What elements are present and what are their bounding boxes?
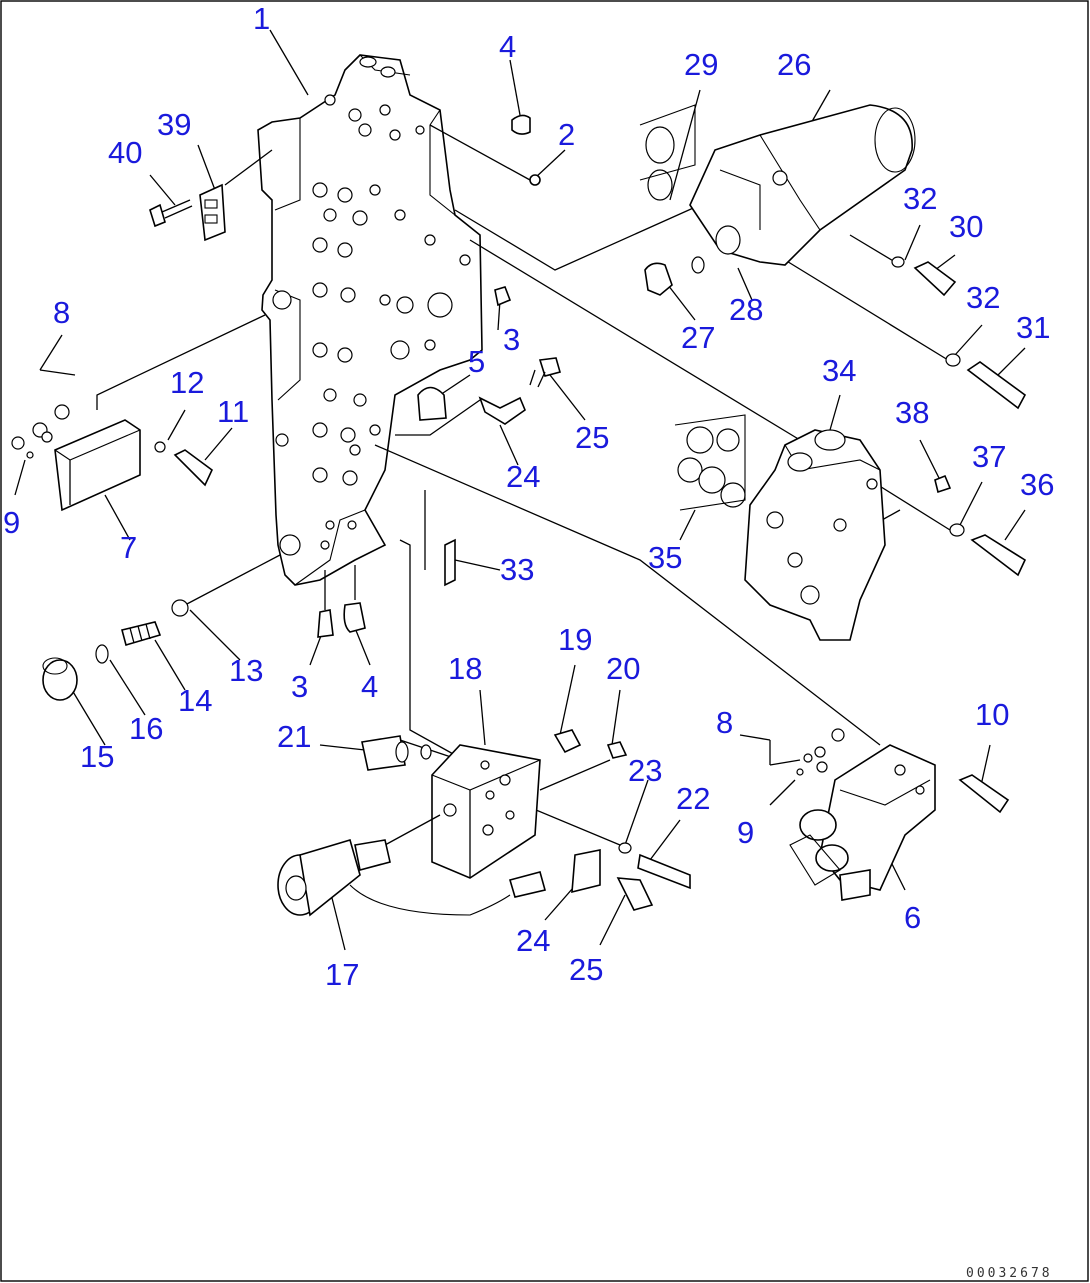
callout-9-right: 9	[737, 815, 754, 850]
callout-18: 18	[448, 651, 482, 686]
callout-8-right: 8	[716, 705, 733, 740]
callout-37: 37	[972, 439, 1006, 474]
leader-lines	[14, 29, 1026, 951]
callout-5: 5	[468, 344, 485, 379]
valve-body	[257, 54, 483, 586]
callout-10: 10	[975, 697, 1009, 732]
callout-29: 29	[684, 47, 718, 82]
solenoid-block	[277, 744, 546, 917]
callout-30: 30	[949, 209, 983, 244]
small-parts	[11, 114, 691, 911]
callout-32-upper: 32	[903, 181, 937, 216]
callout-39: 39	[157, 107, 191, 142]
callout-25-lower: 25	[569, 952, 603, 987]
callout-20: 20	[606, 651, 640, 686]
callout-35: 35	[648, 540, 682, 575]
callout-4-lower: 4	[361, 669, 378, 704]
callout-9-left: 9	[3, 505, 20, 540]
drawing-number: 00032678	[966, 1266, 1053, 1281]
callout-3-upper: 3	[503, 322, 520, 357]
callout-21: 21	[277, 719, 311, 754]
callout-26: 26	[777, 47, 811, 82]
callout-28: 28	[729, 292, 763, 327]
callout-15: 15	[80, 739, 114, 774]
callout-11: 11	[217, 394, 249, 429]
control-valve	[674, 414, 1027, 641]
callout-25-upper: 25	[575, 420, 609, 455]
callout-38: 38	[895, 395, 929, 430]
callout-12: 12	[170, 365, 204, 400]
solenoid-valve	[789, 728, 1010, 901]
callout-36: 36	[1020, 467, 1054, 502]
callout-1: 1	[253, 1, 270, 36]
callout-24-lower: 24	[516, 923, 550, 958]
callout-13: 13	[229, 653, 263, 688]
callout-7: 7	[120, 530, 137, 565]
callout-27: 27	[681, 320, 715, 355]
callout-40: 40	[108, 135, 142, 170]
callout-labels: 1 2 3 3 4 4 5 6 7 8 8 9 9 10 11 12 13 14…	[3, 1, 1054, 992]
callout-31: 31	[1016, 310, 1050, 345]
callout-19: 19	[558, 622, 592, 657]
callout-23: 23	[628, 753, 662, 788]
callout-22: 22	[676, 781, 710, 816]
callout-32-lower: 32	[966, 280, 1000, 315]
callout-4-upper: 4	[499, 29, 516, 64]
callout-6: 6	[904, 900, 921, 935]
motor-assembly	[639, 104, 1027, 410]
callout-17: 17	[325, 957, 359, 992]
callout-2: 2	[558, 117, 575, 152]
callout-8-left: 8	[53, 295, 70, 330]
callout-33: 33	[500, 552, 534, 587]
callout-16: 16	[129, 711, 163, 746]
callout-34: 34	[822, 353, 856, 388]
callout-3-lower: 3	[291, 669, 308, 704]
callout-24-upper: 24	[506, 459, 540, 494]
callout-14: 14	[178, 683, 212, 718]
